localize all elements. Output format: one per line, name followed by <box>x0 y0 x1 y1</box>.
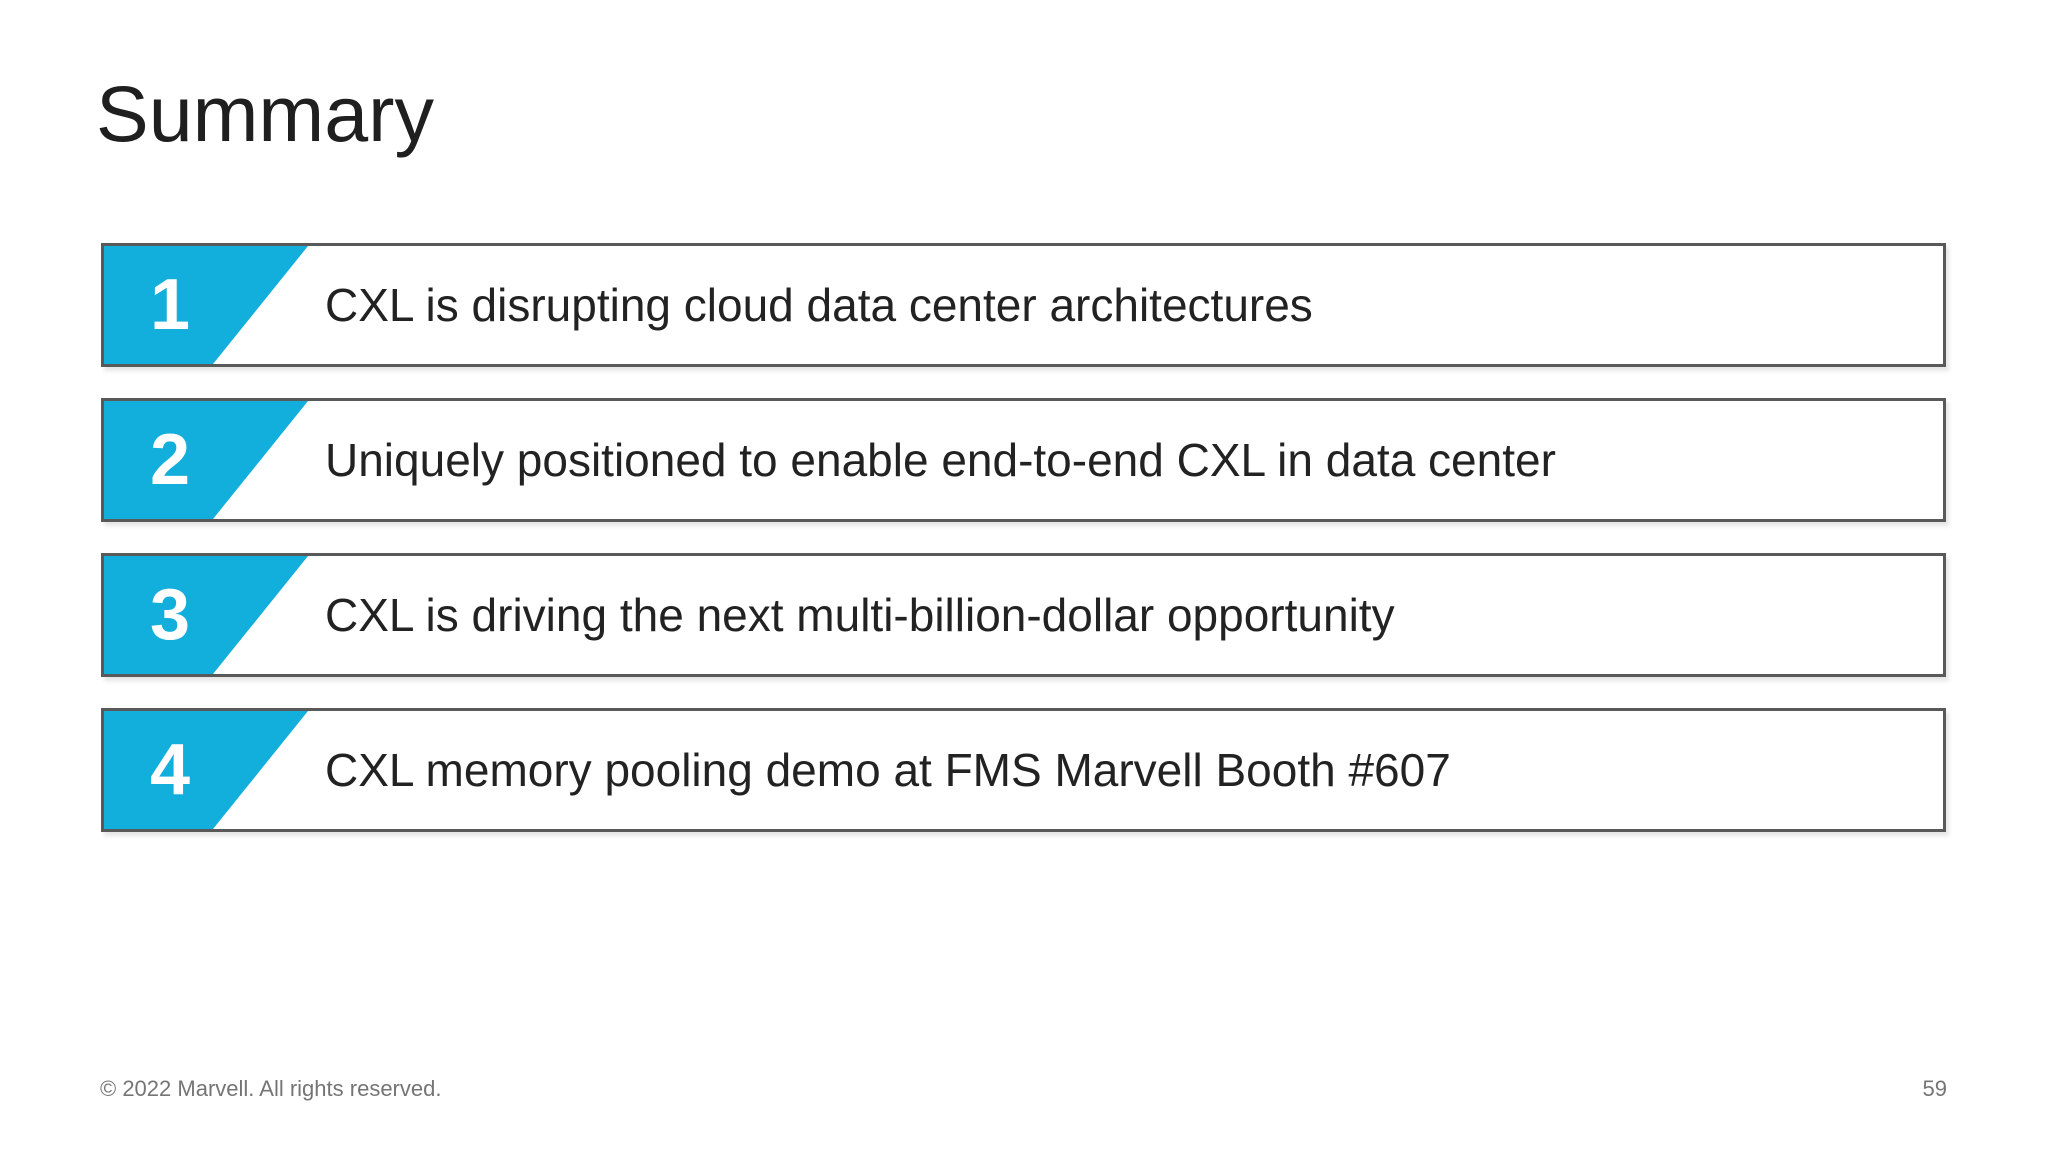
row-2-text: Uniquely positioned to enable end-to-end… <box>325 434 1556 486</box>
row-1-text: CXL is disrupting cloud data center arch… <box>325 279 1313 331</box>
summary-row-3: 3 CXL is driving the next multi-billion-… <box>101 553 1946 677</box>
summary-row-1: 1 CXL is disrupting cloud data center ar… <box>101 243 1946 367</box>
row-4-number-badge: 4 <box>104 711 308 829</box>
row-3-number: 3 <box>149 575 191 655</box>
summary-row-4: 4 CXL memory pooling demo at FMS Marvell… <box>101 708 1946 832</box>
row-3-number-badge: 3 <box>104 556 308 674</box>
row-3-text: CXL is driving the next multi-billion-do… <box>325 589 1395 641</box>
page-title: Summary <box>96 69 434 158</box>
row-2-number: 2 <box>149 420 191 500</box>
row-4-text: CXL memory pooling demo at FMS Marvell B… <box>325 744 1451 796</box>
copyright-notice: © 2022 Marvell. All rights reserved. <box>100 1076 442 1101</box>
page-number: 59 <box>1922 1076 1947 1101</box>
row-1-number: 1 <box>149 265 191 345</box>
summary-row-2: 2 Uniquely positioned to enable end-to-e… <box>101 398 1946 522</box>
row-4-number: 4 <box>149 730 191 810</box>
row-2-number-badge: 2 <box>104 401 308 519</box>
row-1-number-badge: 1 <box>104 246 308 364</box>
